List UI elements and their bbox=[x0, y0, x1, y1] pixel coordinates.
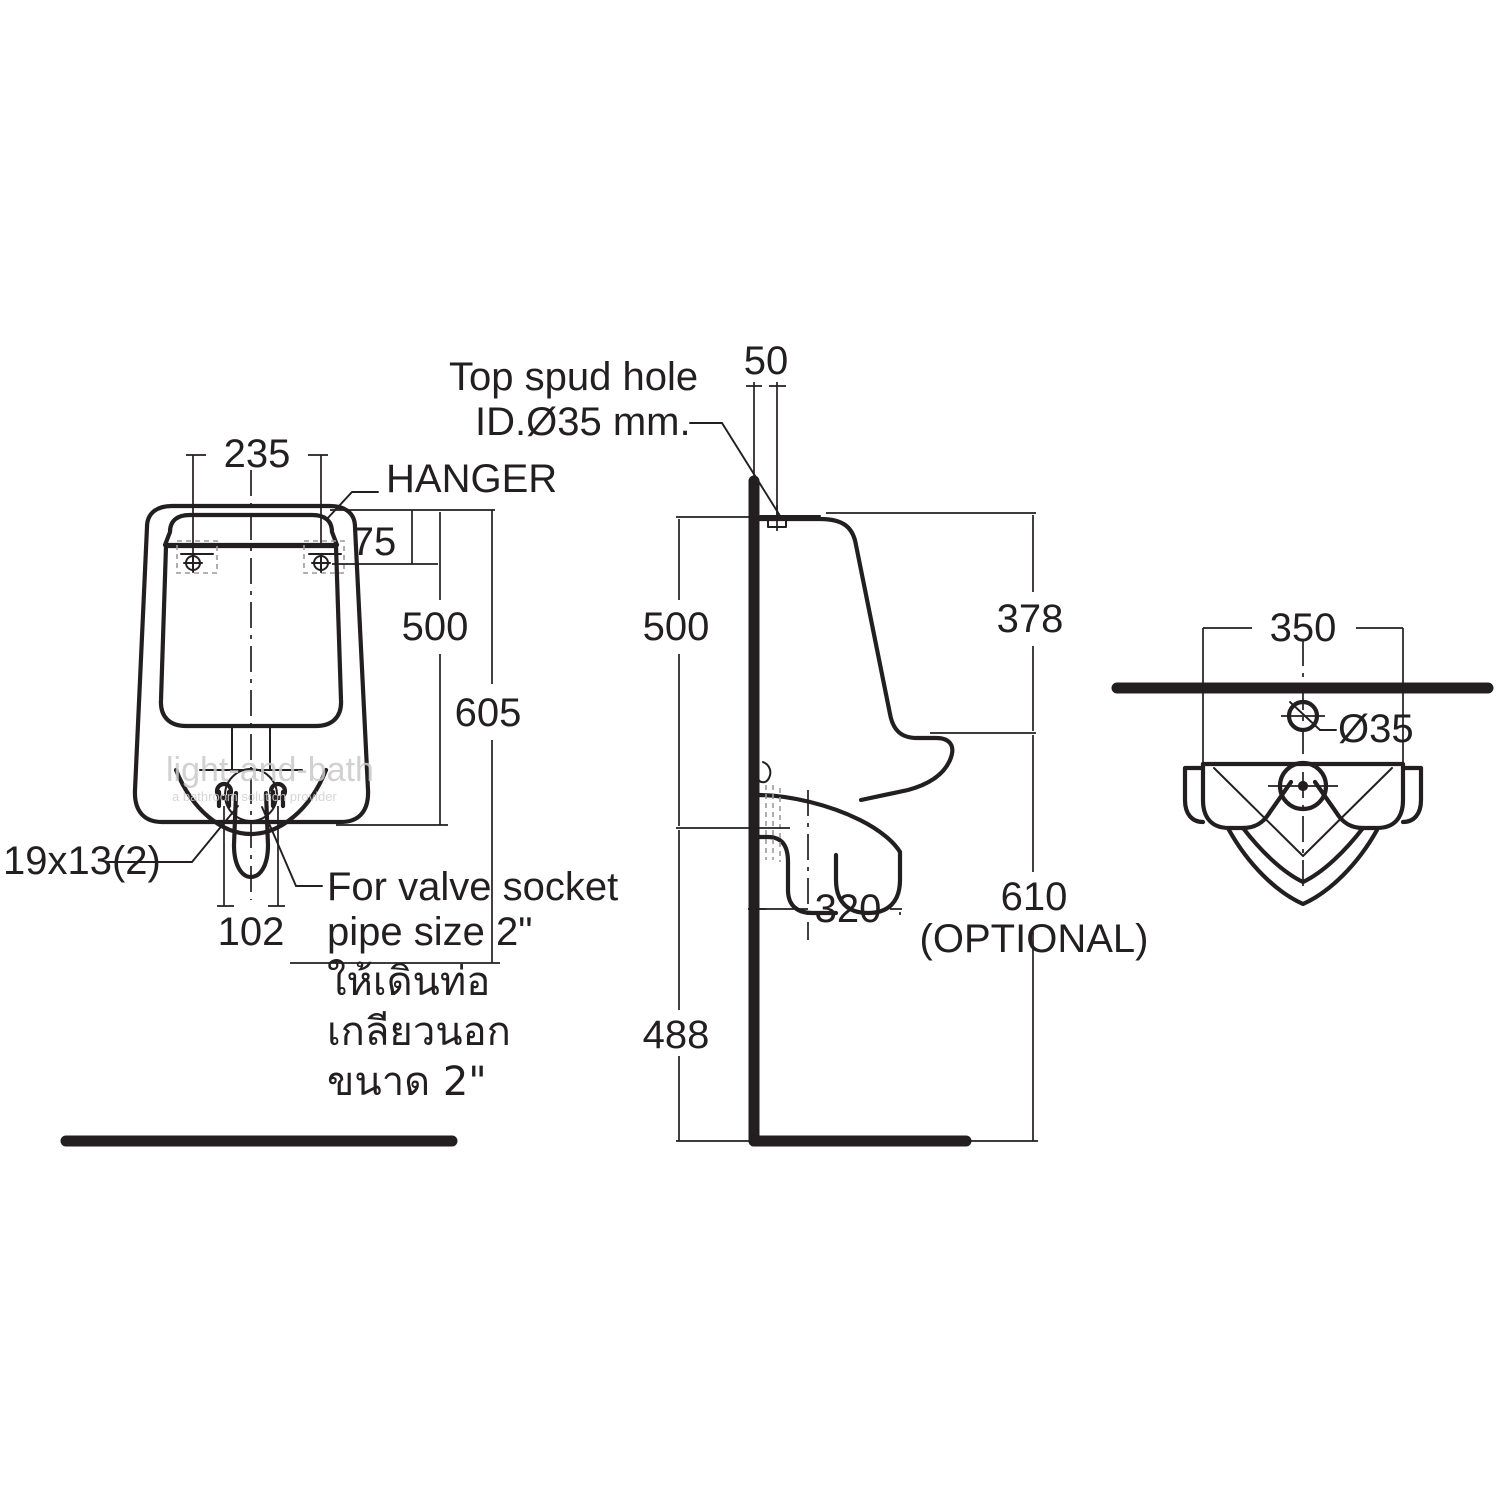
front-dim-75-text: 75 bbox=[352, 520, 397, 564]
side-dim-610-text: 610 bbox=[1001, 875, 1068, 919]
side-dim-500-text: 500 bbox=[643, 605, 710, 649]
plan-lug-right bbox=[1400, 765, 1424, 825]
side-section-view: 50 Top spud hole ID.Ø35 mm. 500 488 378 bbox=[449, 339, 1149, 1147]
plan-spud-hole-label: Ø35 bbox=[1338, 707, 1414, 751]
front-dim-235-text: 235 bbox=[224, 432, 291, 476]
plan-spud-hole-leader bbox=[1289, 701, 1337, 731]
valve-socket-note-thai3: ขนาด 2" bbox=[327, 1059, 487, 1105]
front-dim-605-text: 605 bbox=[455, 691, 522, 735]
plan-v-band-outer bbox=[1226, 827, 1380, 907]
front-hanger-screw-right-cross bbox=[311, 553, 331, 573]
side-waste-curl bbox=[757, 761, 772, 784]
front-hanger-box-right bbox=[303, 540, 345, 574]
valve-socket-note-thai1: ให้เดินท่อ bbox=[327, 958, 490, 1005]
valve-socket-note-thai2: เกลียวนอก bbox=[327, 1009, 511, 1055]
plan-bottom-view: Ø35 350 bbox=[1111, 606, 1494, 907]
watermark-main: light-and-bath bbox=[166, 751, 374, 789]
top-spud-leader bbox=[689, 422, 783, 520]
plan-lug-left bbox=[1182, 765, 1206, 825]
side-dim-320-text: 320 bbox=[815, 887, 882, 931]
front-bolt-right bbox=[268, 781, 288, 801]
side-dim-378-text: 378 bbox=[997, 597, 1064, 641]
valve-socket-leader bbox=[261, 806, 323, 887]
plan-body-outline-left bbox=[1200, 761, 1294, 831]
watermark-sub: a bathroom solution provider bbox=[172, 789, 337, 804]
front-bolt-right-stem bbox=[270, 789, 286, 809]
plan-v-band-middle bbox=[1240, 825, 1366, 885]
front-hanger-box-left bbox=[176, 540, 218, 574]
front-bolt-left-stem bbox=[216, 789, 232, 809]
side-dim-50-text: 50 bbox=[744, 339, 789, 383]
valve-socket-note-line2: pipe size 2" bbox=[327, 910, 532, 954]
bolt-slot-label: 19x13(2) bbox=[3, 839, 161, 883]
bolt-slot-leader bbox=[107, 805, 239, 863]
side-dim-610-optional-text: (OPTIONAL) bbox=[920, 917, 1149, 961]
plan-inner-v-upper bbox=[1213, 767, 1393, 857]
front-dim-500-text: 500 bbox=[402, 605, 469, 649]
side-trap-profile bbox=[755, 834, 839, 916]
front-dim-102-text: 102 bbox=[218, 910, 285, 954]
side-bowl-underside bbox=[833, 849, 903, 916]
front-elevation-view: 235 HANGER 75 500 605 19x13(2) bbox=[3, 432, 618, 1147]
plan-dim-350-text: 350 bbox=[1270, 606, 1337, 650]
side-dim-488-text: 488 bbox=[643, 1013, 710, 1057]
top-spud-note-line2: ID.Ø35 mm. bbox=[475, 400, 691, 444]
valve-socket-note-line1: For valve socket bbox=[327, 865, 618, 909]
side-lower-bowl bbox=[754, 792, 903, 855]
front-inner-rim bbox=[162, 512, 340, 548]
hanger-label: HANGER bbox=[386, 457, 557, 501]
front-bowl-opening bbox=[158, 543, 344, 729]
top-spud-note-line1: Top spud hole bbox=[449, 355, 698, 399]
front-bolt-left bbox=[214, 781, 234, 801]
side-body-profile bbox=[754, 516, 955, 803]
front-outer-shell bbox=[132, 503, 371, 825]
